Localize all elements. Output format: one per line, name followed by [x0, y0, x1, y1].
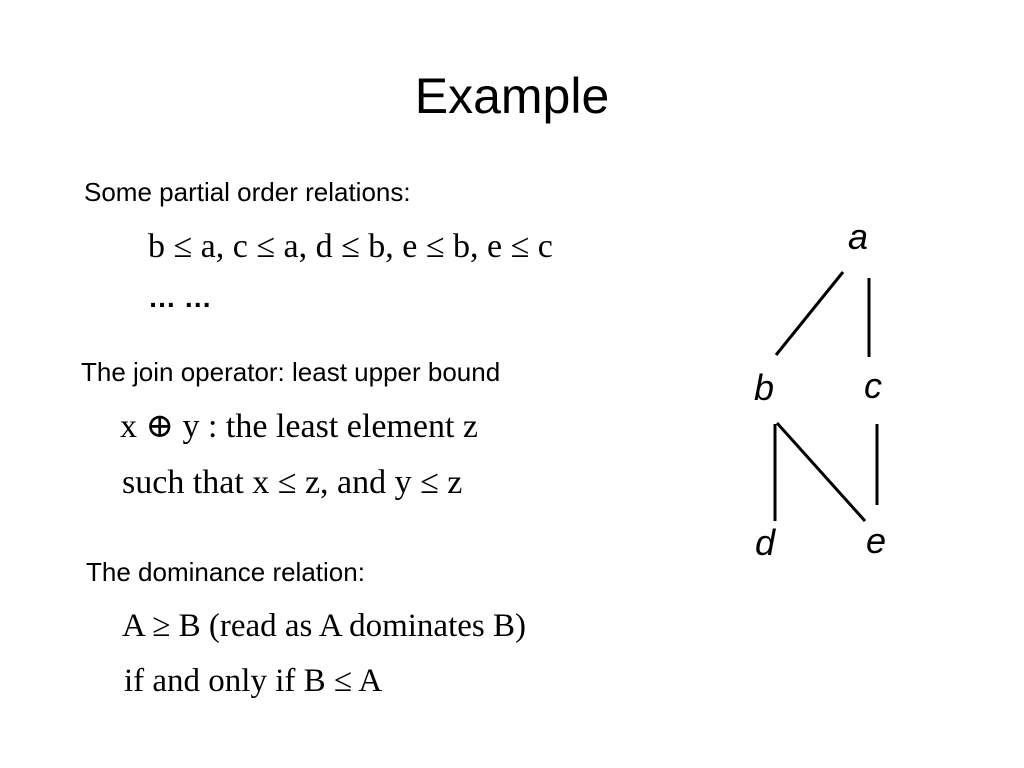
partial-order-ellipsis: … … — [148, 282, 212, 313]
node-e: e — [866, 520, 887, 561]
node-c: c — [864, 365, 882, 406]
dominance-definition-line-2: if and only if B ≤ A — [124, 663, 383, 699]
node-d: d — [755, 522, 776, 563]
partial-order-relations: b ≤ a, c ≤ a, d ≤ b, e ≤ b, e ≤ c — [148, 228, 553, 265]
join-heading: The join operator: least upper bound — [81, 357, 501, 387]
edge-e-b — [775, 421, 867, 523]
node-b: b — [754, 367, 775, 408]
join-definition-line-1: x ⊕ y : the least element z — [120, 408, 478, 445]
join-definition-line-2: such that x ≤ z, and y ≤ z — [122, 464, 463, 501]
dominance-definition-line-1: A ≥ B (read as A dominates B) — [122, 608, 526, 644]
slide-title: Example — [414, 68, 610, 124]
dominance-heading: The dominance relation: — [86, 557, 365, 587]
partial-order-heading: Some partial order relations: — [84, 177, 411, 207]
edge-b-a — [774, 271, 845, 356]
node-a: a — [848, 216, 869, 257]
